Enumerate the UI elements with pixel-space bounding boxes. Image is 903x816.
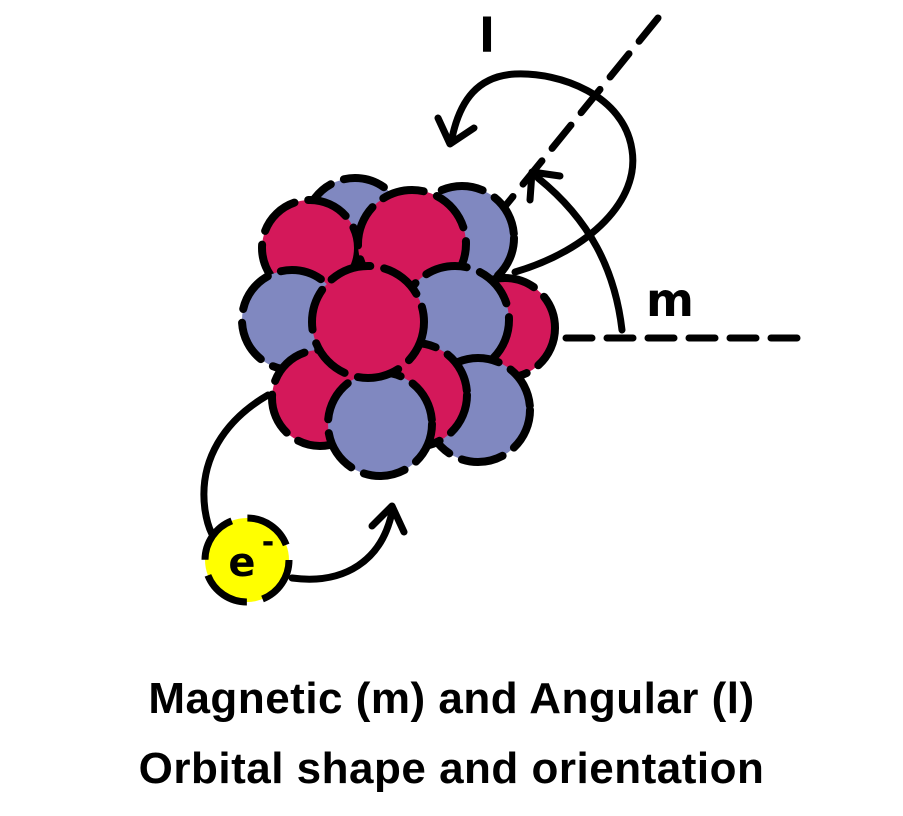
proton-sphere	[308, 262, 428, 382]
atom-orbital-diagram: e - l m	[200, 9, 812, 606]
figure-caption: Magnetic (m) and Angular (l) Orbital sha…	[0, 664, 903, 804]
magnetic-angle-arrowhead	[526, 168, 564, 204]
orientation-axis-dashed	[498, 14, 662, 214]
nucleus	[238, 174, 559, 480]
neutron-sphere	[324, 368, 436, 480]
electron: e -	[201, 514, 293, 606]
electron-return-path	[288, 508, 396, 583]
electron-charge-label: -	[262, 525, 274, 560]
angular-quantum-label: l	[479, 9, 495, 63]
magnetic-quantum-label: m	[646, 273, 694, 327]
electron-return-arrowhead	[368, 502, 408, 536]
caption-line-2: Orbital shape and orientation	[138, 744, 765, 793]
angular-rotation-arrowhead	[434, 114, 478, 148]
caption-line-1: Magnetic (m) and Angular (l)	[148, 674, 755, 723]
electron-label: e	[228, 540, 255, 586]
electron-sphere	[201, 514, 293, 606]
magnetic-angle-arc	[534, 174, 626, 334]
angular-rotation-loop	[448, 70, 637, 276]
